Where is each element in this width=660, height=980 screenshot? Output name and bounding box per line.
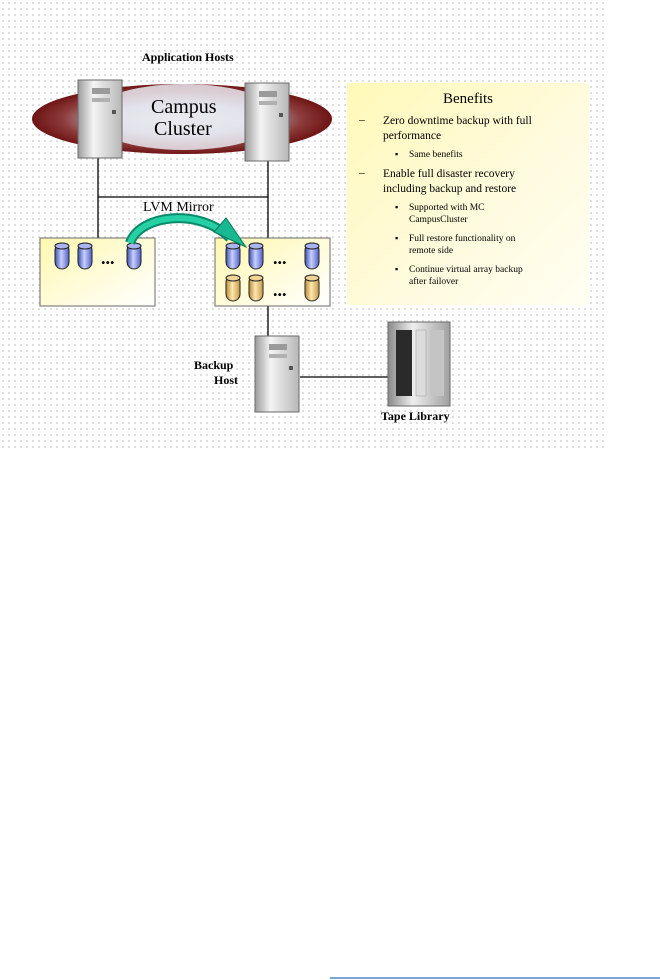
disk-icon	[225, 242, 241, 270]
backup-host-label: Backup	[194, 358, 234, 372]
disk-icon	[248, 274, 264, 302]
benefit-item: performance	[383, 130, 442, 142]
disk-icon	[225, 274, 241, 302]
benefit-subitem: Full restore functionality on	[409, 234, 516, 244]
dash-bullet-icon: –	[359, 167, 365, 179]
benefit-item: Zero downtime backup with full	[383, 115, 532, 127]
backup-host-label: Host	[214, 373, 238, 387]
benefit-subitem: CampusCluster	[409, 215, 468, 225]
dash-bullet-icon: –	[359, 114, 365, 126]
bottom-accent-rule	[330, 977, 660, 979]
dot-bullet-icon: ▪	[395, 149, 399, 159]
storage-array-primary	[39, 237, 156, 307]
benefit-subitem: remote side	[409, 246, 454, 256]
storage-array-mirror	[214, 237, 331, 307]
campus-cluster-label: Cluster	[154, 118, 212, 140]
disk-icon	[54, 242, 70, 270]
disk-icon	[126, 242, 142, 270]
benefit-subitem: Supported with MC	[409, 203, 485, 213]
ellipsis-label: ...	[101, 248, 115, 268]
benefit-item: Enable full disaster recovery	[383, 168, 515, 180]
disk-icon	[248, 242, 264, 270]
dot-bullet-icon: ▪	[395, 202, 399, 212]
benefits-panel: Benefits – Zero downtime backup with ful…	[347, 83, 589, 305]
connection-lines	[97, 156, 392, 378]
campus-cluster-label: Campus	[151, 96, 217, 118]
server-icon	[77, 79, 123, 159]
diagram-graphics	[32, 79, 451, 413]
ellipsis-label: ...	[273, 248, 287, 268]
diagram-canvas: Application Hosts Campus Cluster LVM Mir…	[0, 0, 606, 452]
tape-library-icon	[387, 321, 451, 407]
benefit-subitem: after failover	[409, 277, 459, 287]
tape-library-label: Tape Library	[381, 409, 450, 423]
server-icon	[244, 82, 290, 162]
disk-icon	[77, 242, 93, 270]
server-icon	[254, 335, 300, 413]
dot-bullet-icon: ▪	[395, 264, 399, 274]
benefit-item: including backup and restore	[383, 183, 517, 195]
benefits-title: Benefits	[443, 91, 493, 107]
benefit-subitem: Same benefits	[409, 150, 463, 160]
lvm-mirror-label: LVM Mirror	[143, 200, 214, 215]
ellipsis-label: ...	[273, 280, 287, 300]
mirror-arrow-icon	[125, 213, 248, 249]
disk-icon	[304, 242, 320, 270]
dot-bullet-icon: ▪	[395, 233, 399, 243]
application-hosts-label: Application Hosts	[142, 50, 234, 64]
disk-icon	[304, 274, 320, 302]
benefit-subitem: Continue virtual array backup	[409, 265, 523, 275]
